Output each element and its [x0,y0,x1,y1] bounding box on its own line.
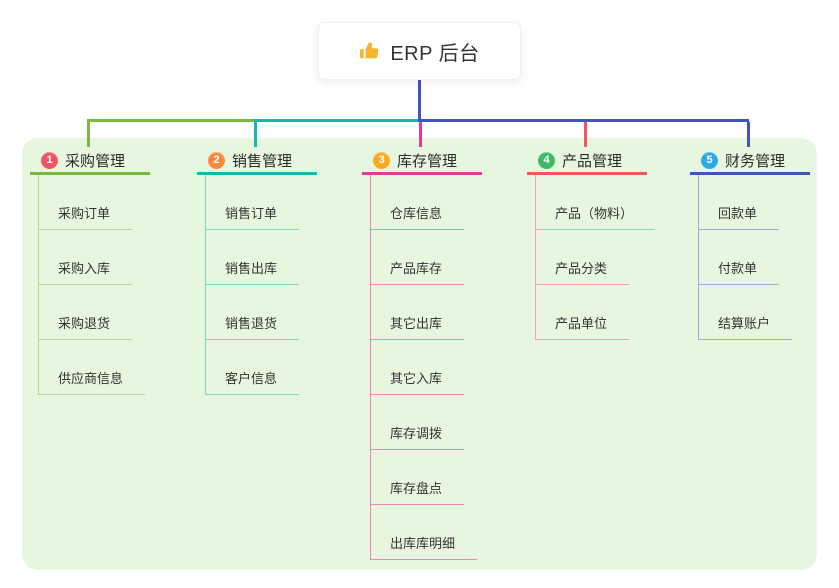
leaf-node-row: 采购入库 [39,230,180,285]
leaf-node[interactable]: 回款单 [699,203,780,230]
leaf-node-row: 客户信息 [206,340,347,395]
branch-drop-line [87,122,90,147]
branch-drop-line [254,122,257,147]
leaf-node-row: 采购订单 [39,175,180,230]
root-label: ERP 后台 [390,42,480,65]
leaf-node[interactable]: 产品库存 [371,258,465,285]
branch-items: 仓库信息 产品库存 其它出库 其它入库 库存调拨 库存盘点 出库库明细 [370,175,512,560]
leaf-node[interactable]: 出库库明细 [371,533,478,560]
leaf-node-row: 结算账户 [699,285,839,340]
leaf-node-row: 付款单 [699,230,839,285]
branch-number-badge: 2 [208,151,225,169]
branch-number-badge: 4 [538,151,555,169]
branch-label: 财务管理 [725,152,786,170]
branch-items: 销售订单 销售出库 销售退货 客户信息 [205,175,347,395]
trunk-segment-mid [254,119,420,122]
leaf-node[interactable]: 采购入库 [39,258,133,285]
branch-node[interactable]: 2 销售管理 [197,148,317,175]
leaf-node-row: 产品库存 [371,230,512,285]
leaf-node[interactable]: 仓库信息 [371,203,465,230]
leaf-node-row: 仓库信息 [371,175,512,230]
branch-drop-line [584,122,587,147]
leaf-node[interactable]: 采购订单 [39,203,133,230]
leaf-node[interactable]: 采购退货 [39,313,133,340]
leaf-node-row: 出库库明细 [371,505,512,560]
root-node[interactable]: ERP 后台 [318,22,521,80]
leaf-node[interactable]: 供应商信息 [39,368,146,395]
leaf-node-row: 库存盘点 [371,450,512,505]
branch-label: 产品管理 [562,152,623,170]
root-connector-line [418,80,421,122]
leaf-node[interactable]: 库存盘点 [371,478,465,505]
branch-node[interactable]: 3 库存管理 [362,148,482,175]
leaf-node-row: 库存调拨 [371,395,512,450]
leaf-node-row: 采购退货 [39,285,180,340]
leaf-node-row: 产品单位 [536,285,677,340]
leaf-node[interactable]: 销售订单 [206,203,300,230]
branch-column: 5 财务管理 回款单 付款单 结算账户 [690,148,839,340]
leaf-node[interactable]: 付款单 [699,258,780,285]
branch-node[interactable]: 5 财务管理 [690,148,810,175]
branch-label: 采购管理 [65,152,126,170]
branch-node[interactable]: 4 产品管理 [527,148,647,175]
leaf-node[interactable]: 库存调拨 [371,423,465,450]
leaf-node-row: 产品分类 [536,230,677,285]
leaf-node[interactable]: 产品（物料） [536,203,656,230]
leaf-node-row: 销售退货 [206,285,347,340]
branch-column: 3 库存管理 仓库信息 产品库存 其它出库 其它入库 库存调拨 库存盘点 出库库… [362,148,512,560]
leaf-node-row: 销售订单 [206,175,347,230]
leaf-node-row: 其它出库 [371,285,512,340]
leaf-node[interactable]: 结算账户 [699,313,793,340]
branch-items: 采购订单 采购入库 采购退货 供应商信息 [38,175,180,395]
trunk-segment-right [418,119,749,122]
leaf-node[interactable]: 客户信息 [206,368,300,395]
leaf-node[interactable]: 其它出库 [371,313,465,340]
branch-items: 产品（物料） 产品分类 产品单位 [535,175,677,340]
branch-column: 1 采购管理 采购订单 采购入库 采购退货 供应商信息 [30,148,180,395]
leaf-node[interactable]: 产品单位 [536,313,630,340]
branch-label: 库存管理 [397,152,458,170]
branch-column: 4 产品管理 产品（物料） 产品分类 产品单位 [527,148,677,340]
leaf-node-row: 产品（物料） [536,175,677,230]
branch-column: 2 销售管理 销售订单 销售出库 销售退货 客户信息 [197,148,347,395]
thumbs-up-icon [359,40,381,62]
branch-label: 销售管理 [232,152,293,170]
branch-number-badge: 1 [41,151,58,169]
branch-drop-line [747,122,750,147]
branch-number-badge: 5 [701,151,718,169]
leaf-node[interactable]: 销售出库 [206,258,300,285]
leaf-node-row: 其它入库 [371,340,512,395]
branch-drop-line [419,122,422,147]
branch-items: 回款单 付款单 结算账户 [698,175,839,340]
leaf-node[interactable]: 产品分类 [536,258,630,285]
leaf-node-row: 回款单 [699,175,839,230]
trunk-segment-left [87,119,256,122]
leaf-node[interactable]: 销售退货 [206,313,300,340]
leaf-node[interactable]: 其它入库 [371,368,465,395]
branches-panel: 1 采购管理 采购订单 采购入库 采购退货 供应商信息 2 销售管理 销售订单 … [22,138,817,570]
branch-number-badge: 3 [373,151,390,169]
branch-node[interactable]: 1 采购管理 [30,148,150,175]
leaf-node-row: 供应商信息 [39,340,180,395]
leaf-node-row: 销售出库 [206,230,347,285]
